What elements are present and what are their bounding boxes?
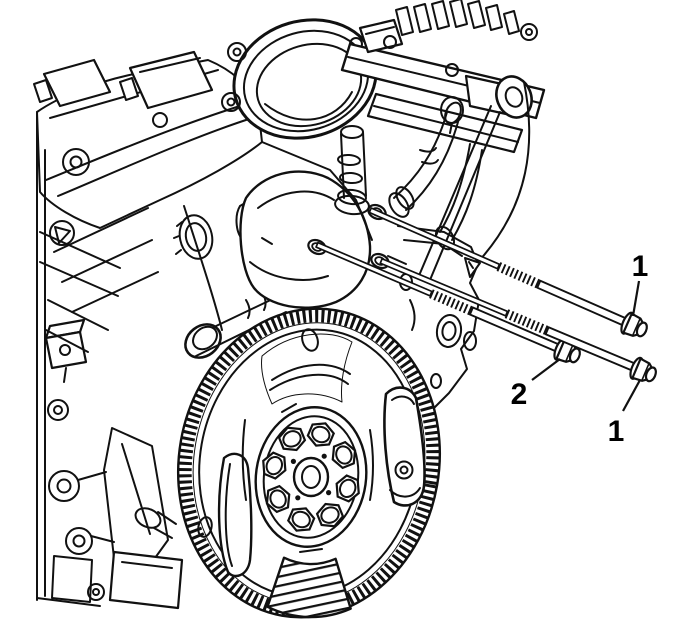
cover-bolt	[49, 220, 75, 246]
ignition-coil	[42, 58, 112, 108]
bolt-2	[315, 241, 581, 364]
callout-leader-line	[622, 379, 641, 412]
engine-block	[33, 0, 546, 610]
dipstick-tube	[183, 205, 223, 331]
callout-label-1-top: 1	[632, 250, 649, 283]
throttle-body	[221, 18, 378, 140]
valve-cover	[33, 50, 263, 313]
right-balance-weight	[383, 386, 426, 507]
ignition-coil	[128, 50, 214, 110]
flexplate	[176, 307, 442, 619]
crank-pilot-ring	[292, 456, 330, 498]
engine-block-left-face	[36, 111, 184, 610]
hatched-section	[266, 556, 352, 619]
bolt-threads	[496, 262, 543, 290]
seal-ring	[178, 214, 214, 260]
water-pump-housing	[239, 170, 372, 309]
callout-leader-line	[531, 358, 561, 381]
bolt-threads	[429, 289, 476, 317]
callouts: 1 2 1	[511, 250, 649, 448]
callout-label-1-bottom: 1	[608, 415, 625, 448]
heater-hoses	[388, 101, 483, 251]
callout-leader-line	[631, 280, 641, 317]
mount-bracket-assembly	[340, 0, 546, 281]
hub-bolt-cluster	[254, 406, 368, 548]
front-cover-details	[173, 200, 301, 359]
pilot-hole	[301, 465, 321, 489]
plate-hole	[197, 516, 213, 538]
upper-cutout	[261, 333, 353, 405]
bolt-1-top	[368, 207, 648, 338]
callout-label-2: 2	[511, 378, 528, 411]
bushing	[495, 75, 533, 119]
heater-pipe	[337, 125, 367, 199]
bolts	[315, 207, 657, 383]
plate-hole	[301, 328, 319, 352]
left-balance-weight	[217, 452, 253, 578]
mount-foot	[108, 550, 184, 610]
